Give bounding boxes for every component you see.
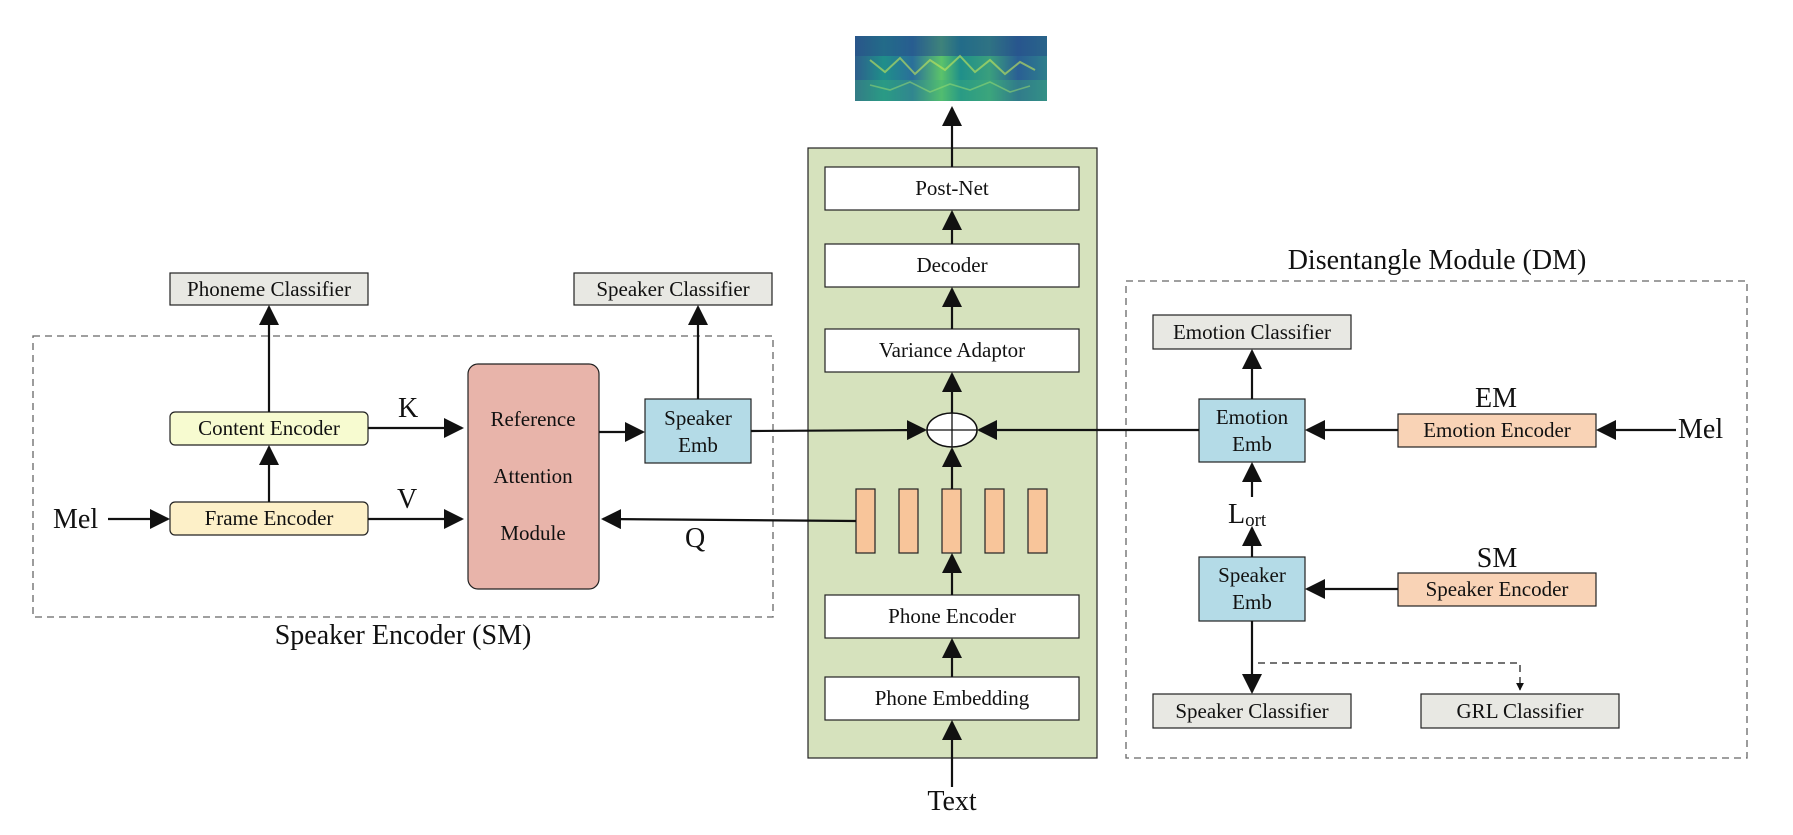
em-label: EM (1475, 383, 1517, 414)
svg-text:Module: Module (500, 521, 565, 545)
svg-text:Phone Embedding: Phone Embedding (875, 686, 1030, 710)
phoneme-classifier-box[interactable]: Phoneme Classifier (169, 272, 369, 306)
mel-input-label-sm: Mel (53, 504, 98, 535)
phone-embedding-box[interactable]: Phone Embedding (824, 676, 1080, 721)
svg-text:Emb: Emb (678, 433, 718, 457)
decoder-box[interactable]: Decoder (824, 243, 1080, 288)
speaker-classifier-box-sm[interactable]: Speaker Classifier (573, 272, 773, 306)
speaker-emb-box-dm[interactable]: Speaker Emb (1198, 556, 1306, 622)
orthogonal-loss-label: Lort (1228, 499, 1267, 531)
post-net-box[interactable]: Post-Net (824, 166, 1080, 211)
disentangle-module-title: Disentangle Module (DM) (1288, 245, 1587, 276)
mel-spectrogram-output (855, 36, 1047, 101)
svg-text:Attention: Attention (493, 464, 573, 488)
svg-text:Decoder: Decoder (916, 253, 987, 277)
svg-text:Speaker: Speaker (1218, 563, 1286, 587)
speaker-emb-box[interactable]: Speaker Emb (644, 398, 752, 464)
key-label: K (398, 393, 418, 424)
phone-token (855, 488, 876, 554)
disentangle-module-region (1125, 280, 1748, 759)
svg-text:Emb: Emb (1232, 432, 1272, 456)
svg-text:Speaker: Speaker (664, 406, 732, 430)
svg-text:Phoneme Classifier: Phoneme Classifier (187, 277, 351, 301)
svg-text:GRL Classifier: GRL Classifier (1457, 699, 1584, 723)
svg-text:Variance Adaptor: Variance Adaptor (879, 338, 1025, 362)
svg-text:Frame Encoder: Frame Encoder (205, 506, 334, 530)
phone-encoder-box[interactable]: Phone Encoder (824, 594, 1080, 639)
value-label: V (397, 484, 417, 515)
variance-adaptor-box[interactable]: Variance Adaptor (824, 328, 1080, 373)
svg-text:Reference: Reference (490, 407, 575, 431)
svg-text:Speaker Classifier: Speaker Classifier (1175, 699, 1328, 723)
speaker-encoder-region (32, 335, 774, 618)
emotion-emb-box[interactable]: Emotion Emb (1198, 398, 1306, 463)
speaker-classifier-box-dm[interactable]: Speaker Classifier (1152, 693, 1352, 729)
svg-text:Emb: Emb (1232, 590, 1272, 614)
svg-text:Content Encoder: Content Encoder (198, 416, 340, 440)
speaker-encoder-title: Speaker Encoder (SM) (275, 620, 532, 651)
svg-text:Speaker Classifier: Speaker Classifier (596, 277, 749, 301)
phone-token (898, 488, 919, 554)
speaker-encoder-box-dm[interactable]: Speaker Encoder (1397, 572, 1597, 607)
query-label: Q (685, 523, 705, 554)
reference-attention-module[interactable]: Reference Attention Module (467, 363, 600, 590)
sm-label: SM (1477, 543, 1518, 574)
emotion-encoder-box[interactable]: Emotion Encoder (1397, 413, 1597, 448)
svg-text:Post-Net: Post-Net (915, 176, 989, 200)
frame-encoder-box[interactable]: Frame Encoder (169, 501, 369, 536)
svg-text:Emotion: Emotion (1216, 405, 1289, 429)
sum-node (926, 412, 978, 448)
text-input-label: Text (927, 786, 977, 817)
svg-text:Phone Encoder: Phone Encoder (888, 604, 1016, 628)
svg-text:Emotion Classifier: Emotion Classifier (1173, 320, 1331, 344)
svg-text:Emotion Encoder: Emotion Encoder (1423, 418, 1571, 442)
content-encoder-box[interactable]: Content Encoder (169, 411, 369, 446)
emotion-classifier-box[interactable]: Emotion Classifier (1152, 314, 1352, 350)
svg-text:Speaker Encoder: Speaker Encoder (1426, 577, 1569, 601)
grl-classifier-box[interactable]: GRL Classifier (1420, 693, 1620, 729)
phone-token (984, 488, 1005, 554)
phone-token (1027, 488, 1048, 554)
mel-input-label-dm: Mel (1678, 414, 1723, 445)
phone-token (941, 488, 962, 554)
